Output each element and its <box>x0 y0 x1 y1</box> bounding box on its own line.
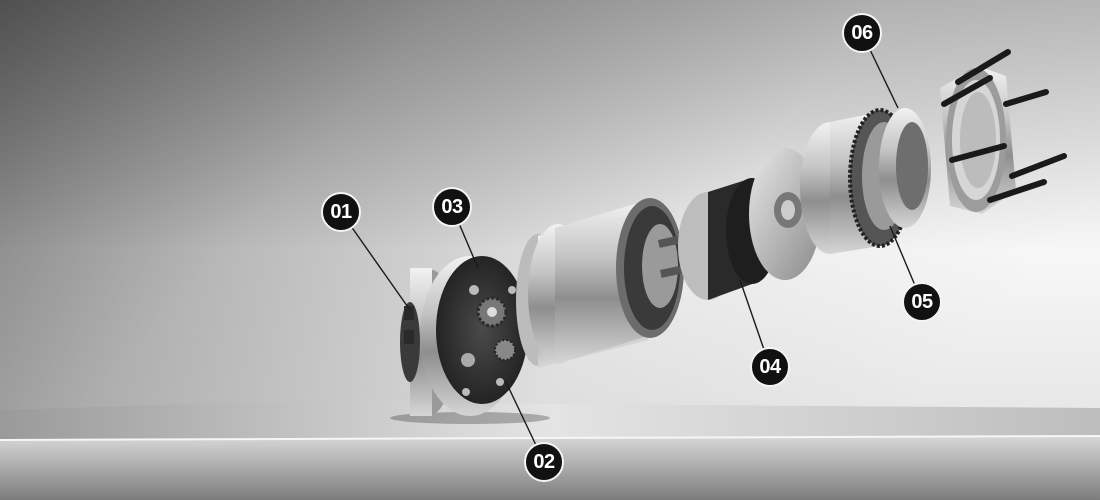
callout-03: 03 <box>432 187 472 227</box>
callout-05: 05 <box>902 282 942 322</box>
callout-02: 02 <box>524 442 564 482</box>
callout-04: 04 <box>750 347 790 387</box>
motor-housing <box>516 198 705 368</box>
callout-01: 01 <box>321 192 361 232</box>
part-02-brake-plate <box>420 256 528 416</box>
part-06-output-flange <box>940 49 1067 214</box>
part-05-harmonic-gear <box>800 108 931 254</box>
callout-06: 06 <box>842 13 882 53</box>
